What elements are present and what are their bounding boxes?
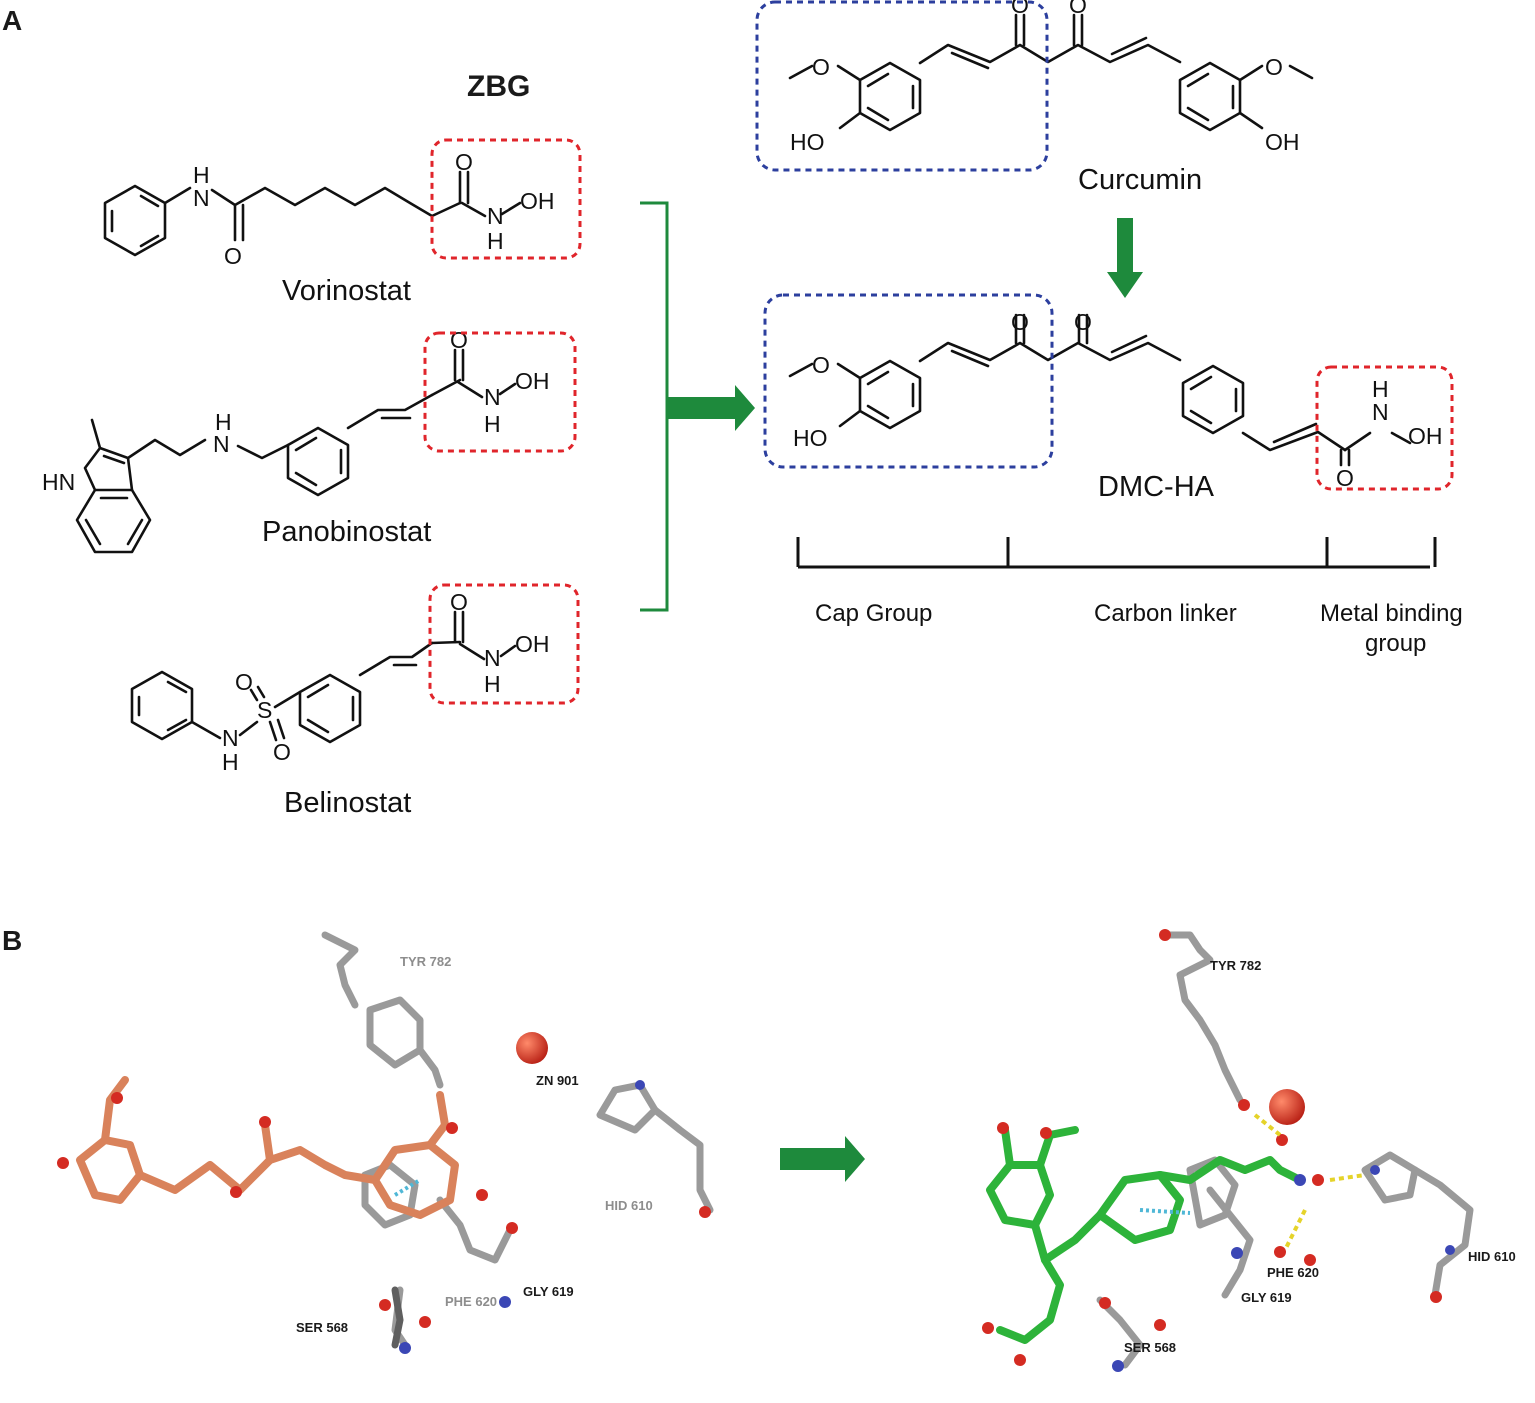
metal-binding-label-2: group [1365, 630, 1426, 657]
belinostat-structure [130, 610, 517, 744]
curcumin-structure [788, 13, 1314, 132]
docking-arrow [780, 1136, 865, 1182]
vorinostat-zbg-box [430, 138, 582, 260]
zinc-ion-left [516, 1032, 548, 1064]
dmcha-keto-o2: O [1074, 309, 1092, 335]
belinostat-s: S [257, 697, 272, 723]
panobinostat-oh: OH [515, 368, 550, 394]
vorinostat-amide-o: O [224, 243, 242, 269]
zinc-ion-right [1269, 1089, 1305, 1125]
panobinostat-name: Panobinostat [262, 516, 431, 548]
zbg-label: ZBG [467, 70, 530, 103]
metal-binding-label-1: Metal binding [1320, 600, 1463, 627]
vorinostat-amide-h: H [193, 162, 210, 188]
belinostat-sulfonamide-h: H [222, 749, 239, 775]
carbon-linker-label: Carbon linker [1094, 600, 1237, 627]
belinostat-name: Belinostat [284, 787, 411, 819]
belinostat-sulfonamide-n: N [222, 725, 239, 751]
vorinostat-structure [103, 170, 522, 257]
docking-left [57, 931, 714, 1354]
docking-right [982, 929, 1474, 1372]
panobinostat-amine-h: H [215, 409, 232, 435]
merge-bracket [640, 201, 669, 612]
left-phe-label: PHE 620 [445, 1294, 497, 1309]
vorinostat-name: Vorinostat [282, 275, 411, 307]
right-hid-label: HID 610 [1468, 1249, 1516, 1264]
vorinostat-hydroxamate-h: H [487, 228, 504, 254]
left-zn-label: ZN 901 [536, 1073, 579, 1088]
dmcha-ome-o: O [812, 352, 830, 378]
left-ser-label: SER 568 [296, 1320, 348, 1335]
dmcha-hydroxamate-h: H [1372, 376, 1389, 402]
merge-arrow [667, 385, 755, 431]
curcumin-oh: OH [1265, 129, 1300, 155]
right-ser-label: SER 568 [1124, 1340, 1176, 1355]
panobinostat-hydroxamate-h: H [484, 411, 501, 437]
panobinostat-indole-hn: HN [42, 469, 75, 495]
belinostat-hydroxamate-h: H [484, 671, 501, 697]
curcumin-cap-box [755, 0, 1049, 172]
right-phe-label: PHE 620 [1267, 1265, 1319, 1280]
vorinostat-oh: OH [520, 188, 555, 214]
panel-a-label: A [2, 5, 22, 36]
belinostat-zbg-box [428, 583, 580, 705]
panobinostat-amine-n: N [213, 431, 230, 457]
dmcha-amide-o: O [1336, 465, 1354, 491]
curcumin-keto-o1: O [1011, 0, 1029, 18]
dmcha-hydroxamate-n: N [1372, 399, 1389, 425]
curcumin-to-dmcha-arrow [1107, 218, 1143, 298]
curcumin-ome-o-left: O [812, 54, 830, 80]
left-gly-label: GLY 619 [523, 1284, 574, 1299]
belinostat-carbonyl-o: O [450, 589, 468, 615]
right-tyr-label: TYR 782 [1210, 958, 1261, 973]
vorinostat-hydroxamate-n: N [487, 203, 504, 229]
dmcha-structure [788, 313, 1412, 467]
panobinostat-structure [75, 348, 517, 554]
dmcha-ho: HO [793, 425, 828, 451]
right-gly-label: GLY 619 [1241, 1290, 1292, 1305]
dmcha-zbg-box [1315, 365, 1454, 491]
pharmacophore-scale [796, 537, 1437, 569]
cap-group-label: Cap Group [815, 600, 932, 627]
belinostat-so-o2: O [273, 739, 291, 765]
belinostat-oh: OH [515, 631, 550, 657]
left-hid-label: HID 610 [605, 1198, 653, 1213]
dmcha-oh: OH [1408, 423, 1443, 449]
left-tyr-label: TYR 782 [400, 954, 451, 969]
curcumin-ho: HO [790, 129, 825, 155]
panobinostat-carbonyl-o: O [450, 327, 468, 353]
vorinostat-carbonyl-o: O [455, 149, 473, 175]
dmcha-name: DMC-HA [1098, 471, 1215, 503]
vorinostat-amide-n: N [193, 185, 210, 211]
curcumin-name: Curcumin [1078, 164, 1202, 196]
panel-b-label: B [2, 925, 22, 956]
curcumin-ome-o-right: O [1265, 54, 1283, 80]
panobinostat-zbg-box [423, 331, 577, 453]
belinostat-hydroxamate-n: N [484, 645, 501, 671]
curcumin-keto-o2: O [1069, 0, 1087, 18]
belinostat-so-o1: O [235, 669, 253, 695]
panobinostat-hydroxamate-n: N [484, 384, 501, 410]
dmcha-cap-box [763, 293, 1054, 469]
dmcha-keto-o1: O [1011, 309, 1029, 335]
